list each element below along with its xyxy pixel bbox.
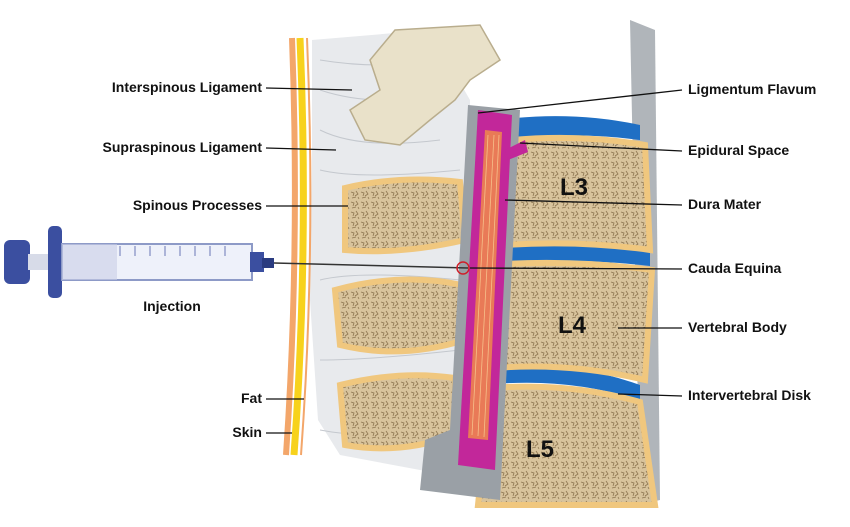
- disk-top: [515, 116, 640, 140]
- spinous-process-1: [342, 176, 469, 255]
- upper-vertebra: [349, 24, 501, 146]
- interspinous-ligament: [310, 30, 470, 480]
- needle: [273, 262, 469, 269]
- vertebral-body-l5: [474, 383, 659, 508]
- vertebra-label-l5: L5: [526, 436, 554, 463]
- label-dura-mater: Dura Mater: [688, 196, 762, 212]
- label-ligamentum-flavum: Ligmentum Flavum: [688, 81, 816, 97]
- skin-layer: [283, 37, 298, 456]
- label-interspinous-ligament: Interspinous Ligament: [112, 79, 262, 95]
- label-epidural-space: Epidural Space: [688, 142, 789, 158]
- label-fat: Fat: [241, 390, 262, 406]
- injection-target: [456, 261, 470, 275]
- vertebra-label-l3: L3: [560, 174, 588, 201]
- label-vertebral-body: Vertebral Body: [688, 319, 787, 335]
- spinous-process-2: [331, 276, 469, 355]
- label-intervertebral-disk: Intervertebral Disk: [688, 387, 811, 403]
- cauda-equina: [468, 130, 502, 440]
- label-spinous-processes: Spinous Processes: [133, 197, 262, 213]
- vertebral-body-l4: [491, 259, 656, 384]
- nerve-roots: [471, 134, 500, 438]
- vertebral-body-l3: [501, 134, 654, 254]
- label-injection: Injection: [143, 298, 201, 314]
- label-skin: Skin: [232, 424, 262, 440]
- syringe: [4, 226, 274, 298]
- vertebra-label-l4: L4: [558, 312, 587, 339]
- label-supraspinous-ligament: Supraspinous Ligament: [103, 139, 263, 155]
- label-cauda-equina: Cauda Equina: [688, 260, 782, 276]
